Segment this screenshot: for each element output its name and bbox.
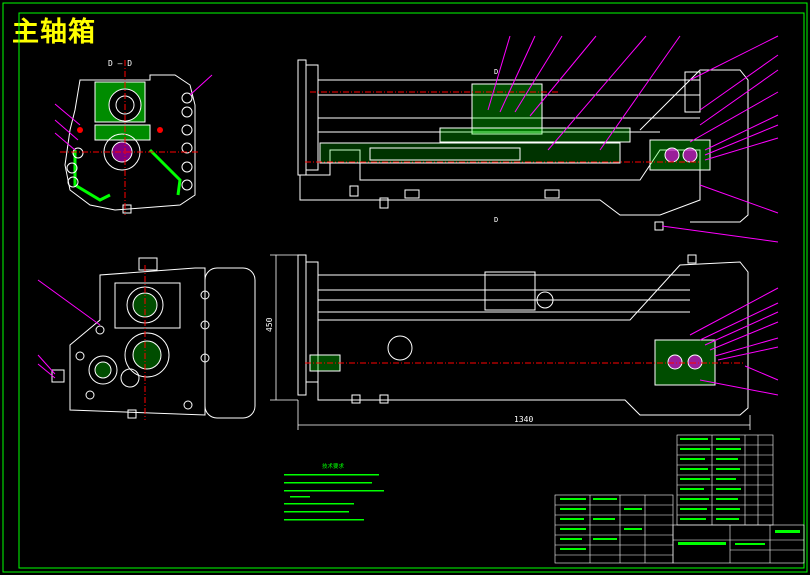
height-dimension: 450 (265, 317, 274, 332)
longitudinal-section-top: D D (297, 35, 779, 243)
parts-list (676, 434, 774, 526)
width-dimension: 1340 (514, 415, 533, 424)
section-label: D — D (108, 59, 132, 68)
end-view-bottom-left (37, 257, 256, 420)
longitudinal-view-bottom (297, 254, 779, 416)
drawing-title: 主轴箱 (12, 17, 96, 48)
parts-list-text (680, 438, 741, 520)
title-block (554, 494, 805, 564)
inner-frame (18, 12, 805, 569)
technical-notes: 技术要求 (284, 462, 384, 521)
section-mark-top: D (494, 68, 498, 76)
section-mark-bottom: D (494, 216, 498, 224)
section-view-top-left: D — D (54, 59, 213, 215)
notes-title: 技术要求 (322, 462, 345, 470)
title-block-text (560, 498, 800, 550)
dimension-lines (270, 254, 751, 430)
